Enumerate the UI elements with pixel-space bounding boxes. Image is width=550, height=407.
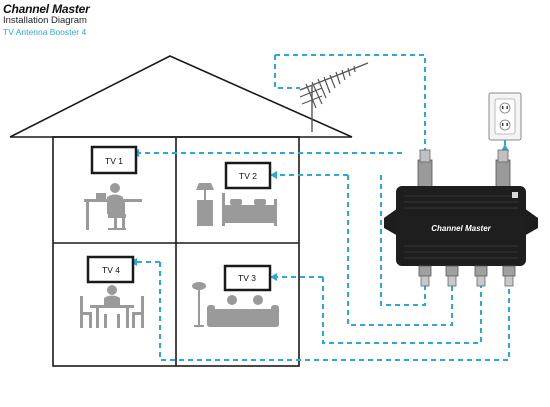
cable-antenna-to-booster [275,54,426,163]
house [9,55,353,367]
antenna-icon [299,62,369,132]
room-tv3: TV 3 [192,264,279,327]
tv1-screen [90,145,138,175]
desk-person-icon [84,183,142,230]
tv1-label: TV 1 [105,156,123,166]
tv2-label: TV 2 [239,171,257,181]
room-tv1: TV 1 [84,145,142,230]
cable-antenna-left [274,55,300,89]
sofa-lamp-icon [192,282,279,327]
dining-table-icon [80,285,144,328]
room-tv4: TV 4 [80,255,144,328]
tv4-screen [86,255,135,284]
room-tv2: TV 2 [196,161,277,226]
cable-tv1-route [380,175,426,306]
booster-brand-label: Channel Master [431,224,491,233]
cable-tv2-route [347,175,453,326]
tv3-label: TV 3 [238,273,256,283]
wall-outlet-icon [488,92,522,141]
brand-logo: Channel Master [3,2,90,16]
booster-device: Channel Master [384,149,538,287]
tv2-screen [224,161,272,190]
roof [9,55,353,138]
bed-nightstand-icon [196,183,277,226]
tv3-screen [223,264,272,292]
cable-tv4-route [159,262,510,361]
diagram-subtitle: TV Antenna Booster 4 [3,27,87,37]
cable-lines [136,54,510,361]
diagram-title: Installation Diagram [3,15,87,26]
cable-tv3-route [322,277,482,344]
tv4-label: TV 4 [102,265,120,275]
